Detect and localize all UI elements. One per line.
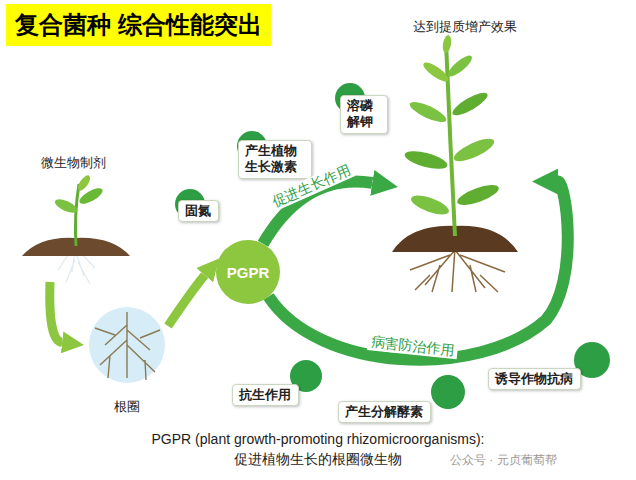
leaves xyxy=(403,148,449,173)
function-dots xyxy=(431,375,465,409)
seedling-node: 微生物制剂 xyxy=(18,152,128,280)
leaves xyxy=(409,192,451,219)
node-text: 固氮 xyxy=(185,203,212,219)
leaves xyxy=(441,34,452,53)
leaves xyxy=(403,34,501,218)
leaf xyxy=(76,173,93,192)
rhizosphere-node: 根圈 xyxy=(82,300,172,418)
function-tag: 抗生作用 xyxy=(232,384,299,406)
arrow-label: 病害防治作用 xyxy=(367,333,458,359)
roots xyxy=(95,312,160,380)
node-text: 产生植物生长激素 xyxy=(245,143,304,176)
flow-arrow xyxy=(168,275,205,326)
function-tag: 固氮 xyxy=(178,200,219,222)
root-zone xyxy=(89,307,165,383)
leaves xyxy=(455,181,501,209)
watermark: 公众号 · 元贞葡萄帮 xyxy=(450,452,557,469)
function-tag: 诱导作物抗病 xyxy=(488,368,581,390)
leaves xyxy=(421,59,451,84)
pgpr-circle: PGPR xyxy=(216,240,280,304)
leaves xyxy=(450,89,491,119)
seedling-plant xyxy=(22,173,130,284)
function-tag: 产生植物生长激素 xyxy=(238,140,312,179)
function-tag: 溶磷解钾 xyxy=(340,95,388,134)
leaves xyxy=(407,98,448,126)
node-text: 溶磷解钾 xyxy=(347,98,380,131)
function-tag: 产生分解酵素 xyxy=(338,401,431,423)
node-text: 抗生作用 xyxy=(239,387,292,403)
node-text: 根圈 xyxy=(82,398,172,416)
node-text: PGPR xyxy=(227,264,270,281)
node-text: 达到提质增产效果 xyxy=(398,18,532,36)
roots xyxy=(95,312,160,380)
rhizosphere xyxy=(89,307,165,383)
node-text: 微生物制剂 xyxy=(18,154,128,172)
plant-node: 达到提质增产效果 xyxy=(398,16,532,292)
leaves xyxy=(451,134,497,165)
node-text: 产生分解酵素 xyxy=(345,404,424,420)
flow-arrow xyxy=(269,182,568,360)
stem xyxy=(75,184,79,246)
leaves xyxy=(445,53,474,80)
title: 复合菌种 综合性能突出 xyxy=(6,4,271,46)
leaf xyxy=(53,196,79,215)
function-dots xyxy=(175,83,610,409)
plant-roots xyxy=(410,248,505,292)
plant-roots xyxy=(410,248,505,292)
grown-plant xyxy=(392,34,518,292)
flow-arrow xyxy=(50,282,62,342)
node-text: 诱导作物抗病 xyxy=(495,371,574,387)
